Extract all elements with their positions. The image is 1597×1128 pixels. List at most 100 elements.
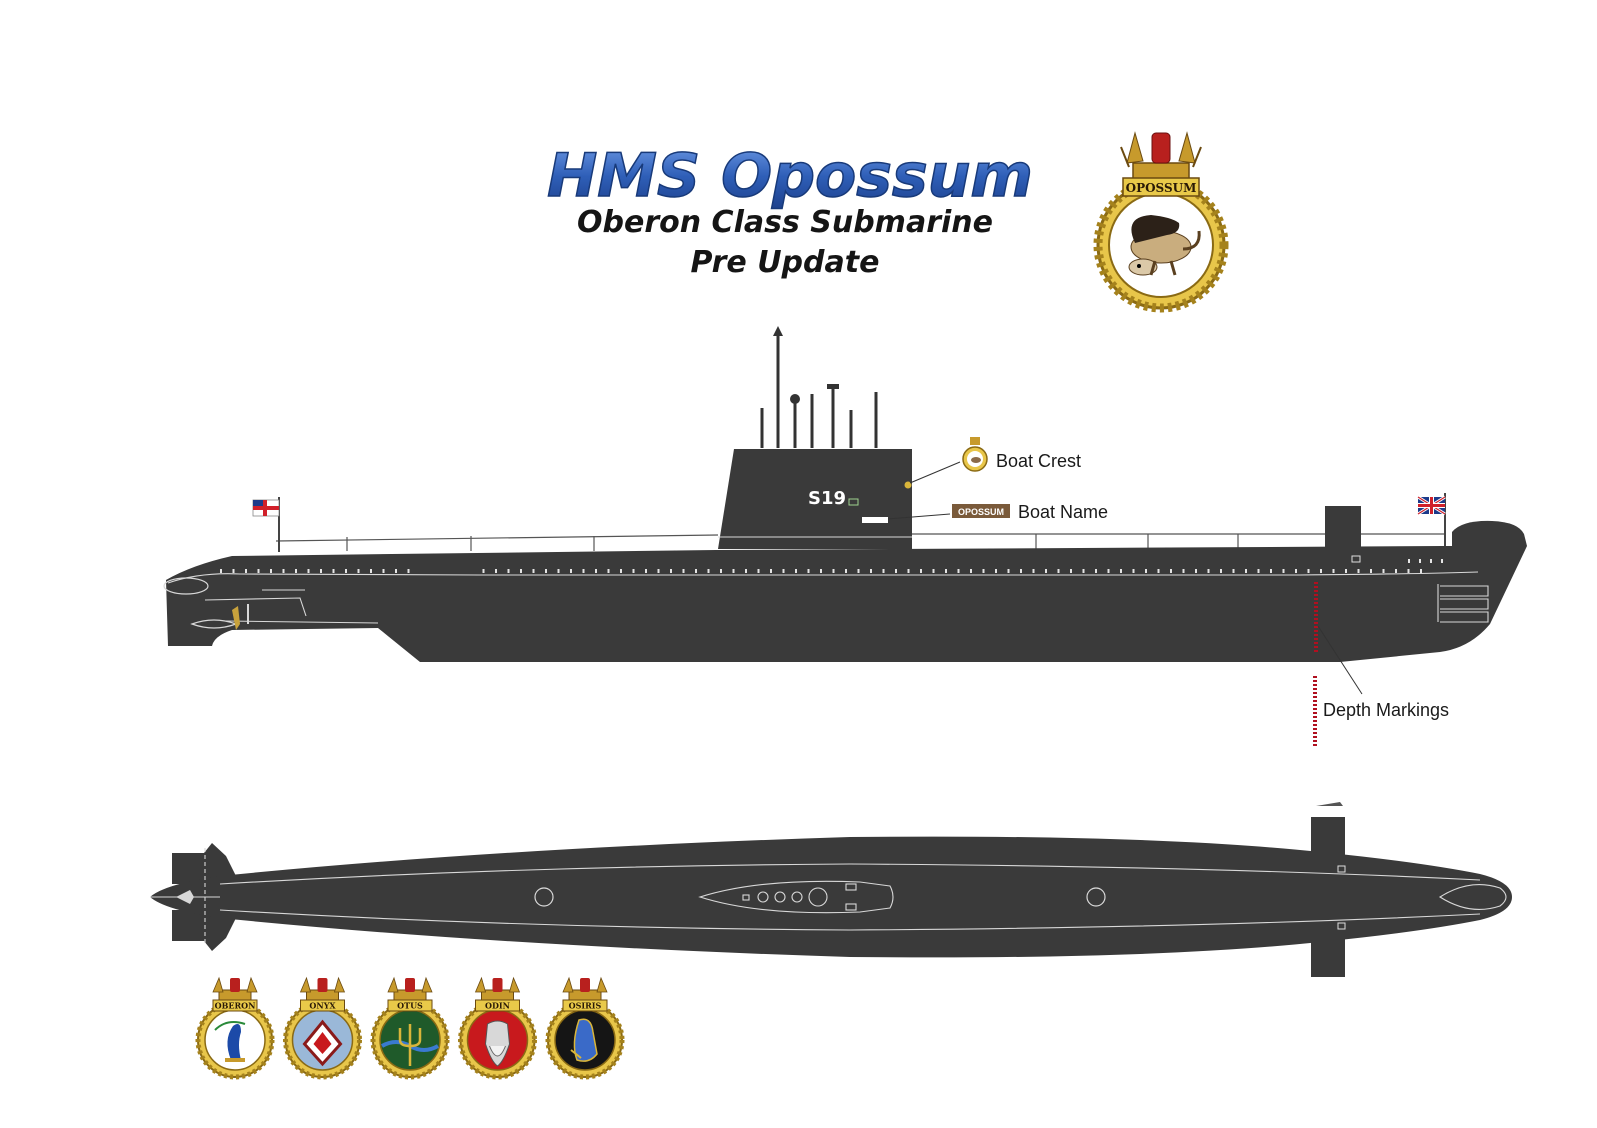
naval-crown-icon (474, 976, 521, 1001)
depth-mark (1313, 716, 1317, 718)
limber-hole (1207, 569, 1210, 573)
limber-hole (1107, 569, 1110, 573)
depth-mark (1313, 696, 1317, 698)
limber-hole (1070, 569, 1072, 573)
limber-hole (545, 569, 547, 573)
limber-hole (1270, 569, 1272, 573)
depth-mark (1314, 594, 1318, 596)
limber-hole (570, 569, 572, 573)
limber-hole (820, 569, 822, 573)
hull-detail-lines (167, 536, 1489, 624)
depth-mark (1313, 728, 1317, 730)
depth-mark (1313, 704, 1317, 706)
depth-mark (1314, 642, 1318, 644)
depth-mark (1313, 708, 1317, 710)
side-profile-view: S19 (163, 326, 1527, 662)
depth-mark (1313, 732, 1317, 734)
limber-hole (732, 569, 735, 573)
callout-depth-markings: Depth Markings (1313, 625, 1449, 746)
opossum-emblem-icon (1128, 215, 1201, 276)
depth-mark (1314, 618, 1318, 620)
limber-hole (807, 569, 810, 573)
limber-hole (257, 569, 260, 573)
limber-hole (1132, 569, 1135, 573)
limber-hole (1095, 569, 1097, 573)
osiris-head-icon (570, 1018, 598, 1062)
title-variant: Pre Update (691, 245, 880, 280)
limber-hole (857, 569, 860, 573)
limber-hole (1170, 569, 1172, 573)
limber-hole (720, 569, 722, 573)
limber-hole (1157, 569, 1160, 573)
limber-hole (970, 569, 972, 573)
sister-crest-odin: ODIN (458, 976, 537, 1080)
limber-hole (870, 569, 872, 573)
limber-hole (982, 569, 985, 573)
limber-hole (1232, 569, 1235, 573)
limber-hole (1057, 569, 1060, 573)
limber-hole (757, 569, 760, 573)
depth-mark (1314, 630, 1318, 632)
limber-hole (382, 569, 385, 573)
depth-mark (1314, 610, 1318, 612)
sister-crest-name: OTUS (397, 1001, 423, 1011)
sister-crest-onyx: ONYX (283, 976, 362, 1080)
sister-crest-oberon: OBERON (195, 976, 275, 1080)
limber-hole (582, 569, 585, 573)
name-plate-swatch (952, 504, 1010, 518)
limber-hole (245, 569, 247, 573)
limber-hole (307, 569, 310, 573)
naval-crown-icon (299, 976, 346, 1001)
limber-hole (1145, 569, 1147, 573)
limber-hole (1120, 569, 1122, 573)
limber-hole (945, 569, 947, 573)
naval-crown-icon (562, 976, 608, 1001)
depth-mark (1314, 646, 1318, 648)
limber-hole (1282, 569, 1285, 573)
fin-hatches (742, 883, 857, 911)
naval-crown-icon (387, 976, 433, 1001)
limber-hole (932, 569, 935, 573)
callout-depth-label: Depth Markings (1323, 700, 1449, 720)
limber-hole (1020, 569, 1022, 573)
hull-plan (150, 836, 1512, 958)
hull-number: S19 (808, 488, 846, 509)
forward-mast-housing (1325, 506, 1361, 560)
depth-mark (1313, 712, 1317, 714)
callout-boat-crest: Boat Crest (909, 437, 1081, 484)
depth-mark (1313, 736, 1317, 738)
limber-hole (670, 569, 672, 573)
limber-hole (1430, 559, 1432, 563)
limber-hole (1082, 569, 1085, 573)
sister-crest-otus: OTUS (370, 976, 450, 1080)
limber-holes (220, 559, 1443, 573)
limber-hole (770, 569, 772, 573)
limber-hole (995, 569, 997, 573)
depth-mark (1313, 684, 1317, 686)
limber-hole (607, 569, 610, 573)
small-crest-icon (962, 437, 988, 472)
title-subtitle: Oberon Class Submarine (577, 205, 993, 240)
limber-hole (620, 569, 622, 573)
callout-boat-name: OPOSSUM Boat Name (887, 502, 1108, 522)
odin-head-icon (484, 1020, 511, 1067)
depth-mark (1314, 650, 1318, 652)
opossum-crest: OPOSSUM (1093, 131, 1229, 313)
stern-assembly (163, 577, 249, 630)
depth-mark (1314, 638, 1318, 640)
limber-hole (657, 569, 660, 573)
limber-hole (357, 569, 360, 573)
masts (760, 332, 878, 448)
depth-mark (1313, 676, 1317, 678)
limber-hole (745, 569, 747, 573)
limber-hole (270, 569, 272, 573)
limber-hole (482, 569, 485, 573)
depth-mark (1314, 626, 1318, 628)
limber-hole (1357, 569, 1360, 573)
depth-markings-hull (1314, 582, 1318, 652)
sister-crest-name: OBERON (215, 1001, 256, 1011)
hull-name-plate (862, 517, 888, 523)
limber-hole (507, 569, 510, 573)
limber-hole (295, 569, 297, 573)
limber-hole (1407, 569, 1410, 573)
